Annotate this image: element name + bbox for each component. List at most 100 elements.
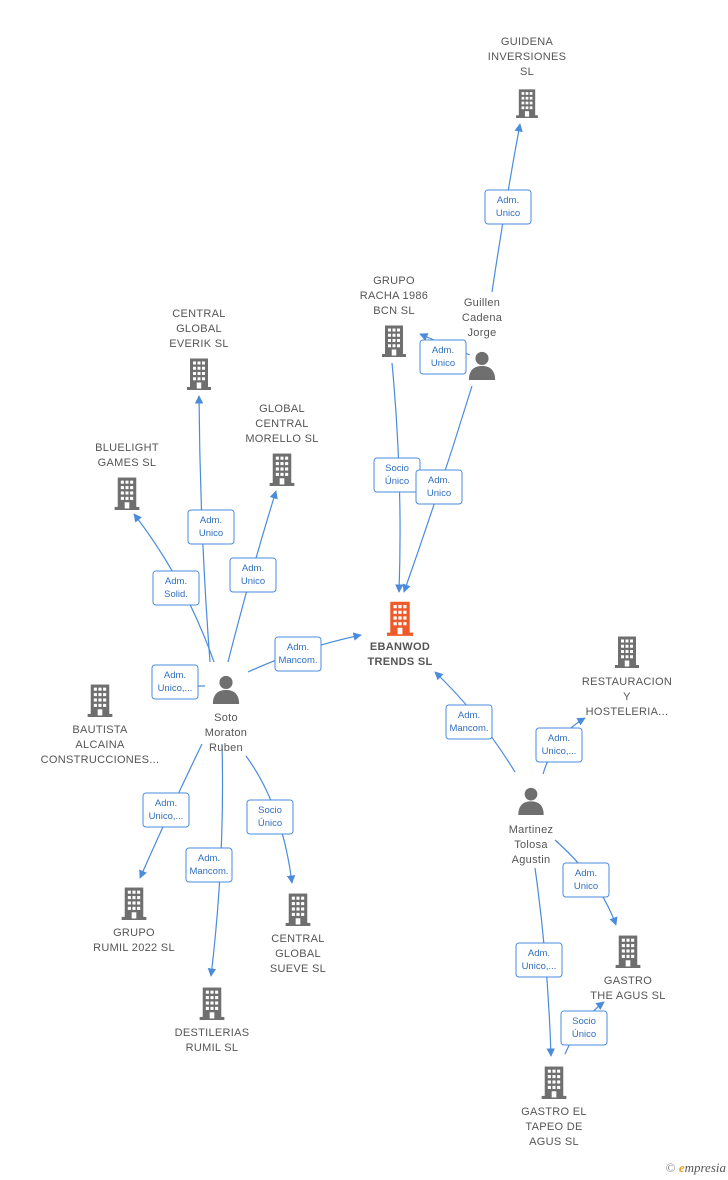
node-label-line: EBANWOD [370,641,430,653]
edge-role-label-text: Único [385,476,409,487]
edge-role-label-text: Unico,... [542,746,577,757]
node-label-line: INVERSIONES [488,51,567,63]
node-label-line: GAMES SL [98,457,157,469]
node-label-line: RACHA 1986 [360,290,428,302]
node-label-line: DESTILERIAS [175,1027,250,1039]
edge-role-label[interactable]: Adm.Unico,... [151,664,199,700]
edge-role-label-box [445,704,493,740]
edge-role-label[interactable]: Adm.Solid. [152,570,200,606]
brand-logo-text: mpresia [684,1160,726,1175]
edge-role-label[interactable]: Adm.Unico,... [515,942,563,978]
edge-role-label-text: Unico,... [158,683,193,694]
edge-role-label-text: Socio [385,463,409,474]
building-icon [121,887,147,920]
edge-role-label[interactable]: Adm.Unico [419,339,467,375]
node-label-line: GLOBAL [176,323,222,335]
brand-footer: © empresia [666,1160,726,1176]
edge-role-label-box [415,469,463,505]
edge-role-label-text: Adm. [198,853,220,864]
building-icon [199,987,225,1020]
node-label-line: Y [623,691,631,703]
node-label-line: Soto [214,712,238,724]
node-label-line: BAUTISTA [72,724,128,736]
edge-role-label[interactable]: Adm.Unico [562,862,610,898]
node-label-line: GASTRO EL [521,1106,587,1118]
brand-logo-initial: e [678,1160,685,1175]
edge-role-label-box [151,664,199,700]
edge-role-label-text: Solid. [164,589,188,600]
edge-role-label-text: Mancom. [449,723,488,734]
node-label-line: TAPEO DE [525,1121,582,1133]
edge-role-label-text: Único [572,1029,596,1040]
node-restauracion[interactable]: RESTAURACIONYHOSTELERIA... [582,636,672,719]
person-icon [212,675,240,704]
edge-role-label-text: Adm. [287,642,309,653]
building-icon [615,636,639,668]
edge-role-label-text: Adm. [432,345,454,356]
edge-role-label-text: Adm. [155,798,177,809]
edge-role-label-box [535,727,583,763]
copyright-icon: © [665,1160,676,1175]
building-icon [269,453,295,486]
edge-role-label-text: Adm. [428,475,450,486]
node-label-line: THE AGUS SL [590,990,665,1002]
edge-role-label-box [152,570,200,606]
node-label-line: Cadena [462,312,503,324]
edge-role-label-text: Adm. [200,515,222,526]
edge-role-label[interactable]: Adm.Unico,... [142,792,190,828]
edge-role-label-box [560,1010,608,1046]
edge-role-label-box [562,862,610,898]
edge-role-label[interactable]: Adm.Mancom. [274,636,322,672]
edge-role-label-text: Unico [241,576,265,587]
node-label-line: HOSTELERIA... [586,706,669,718]
building-icon [114,477,140,510]
edge-role-label-box [419,339,467,375]
edge-role-label-text: Unico [427,488,451,499]
node-bautista[interactable]: BAUTISTAALCAINACONSTRUCCIONES... [41,684,160,766]
edge-role-label-text: Socio [572,1016,596,1027]
edge-role-label-text: Único [258,818,282,829]
building-icon [285,893,311,926]
edge-role-label-box [187,509,235,545]
edge-role-label[interactable]: Adm.Mancom. [445,704,493,740]
edge-role-label[interactable]: Adm.Unico,... [535,727,583,763]
node-label-line: Jorge [467,327,496,339]
edge-role-label[interactable]: Adm.Mancom. [185,847,233,883]
edge-role-label-text: Unico,... [522,961,557,972]
building-icon [615,935,641,968]
edge-role-label-box [484,189,532,225]
edge-role-label-text: Adm. [575,868,597,879]
edge-role-label[interactable]: Adm.Unico [484,189,532,225]
node-label-line: GUIDENA [501,36,554,48]
node-label-line: Ruben [209,742,243,754]
node-label-line: CONSTRUCCIONES... [41,754,160,766]
node-label-line: CENTRAL [271,933,324,945]
edge-role-label[interactable]: Adm. Unico [415,469,463,505]
node-label-line: MORELLO SL [245,433,318,445]
building-icon [87,684,113,717]
edge-role-label[interactable]: Adm. Unico [229,557,277,593]
edge-role-label-text: Adm. [242,563,264,574]
node-label-line: CENTRAL [172,308,225,320]
edge-role-label-text: Socio [258,805,282,816]
edge-role-label-box [229,557,277,593]
edge-role-label[interactable]: Adm.Unico [187,509,235,545]
